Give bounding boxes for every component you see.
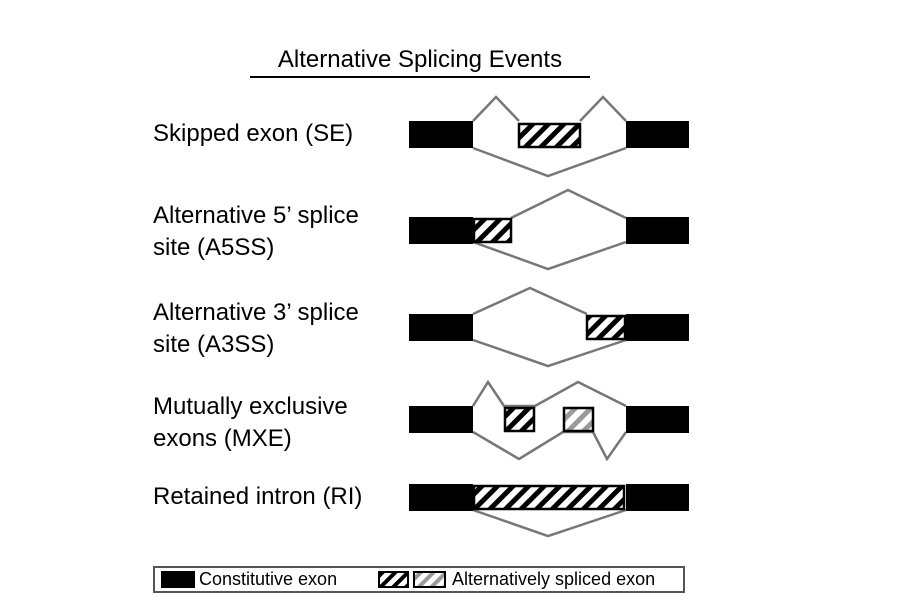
label-line: Retained intron (RI) <box>153 483 363 510</box>
row-skipped-exon <box>409 95 689 178</box>
label-line: Alternative 5’ splice <box>153 202 359 229</box>
short-exon-junction <box>472 240 627 271</box>
first-exon-junction <box>471 379 627 408</box>
row-ri <box>409 484 689 538</box>
label-alt-5-splice-site: Alternative 5’ splice site (A5SS) <box>153 200 403 264</box>
alternative-3-extension <box>585 314 627 341</box>
row-a5ss <box>409 188 689 271</box>
intron-splicing-junction <box>472 508 627 538</box>
title-underline <box>250 76 590 78</box>
constitutive-exon <box>409 484 473 511</box>
constitutive-exon <box>409 217 473 244</box>
constitutive-exon <box>626 217 689 244</box>
label-line: site (A5SS) <box>153 234 275 261</box>
retained-intron <box>472 484 626 511</box>
constitutive-exon <box>626 121 689 148</box>
skipping-junction <box>472 146 627 178</box>
constitutive-exon <box>626 484 689 511</box>
label-retained-intron: Retained intron (RI) <box>153 481 403 513</box>
legend-swatches <box>161 571 446 588</box>
row-a3ss <box>409 286 689 368</box>
inclusion-junction <box>579 95 627 122</box>
constitutive-exon <box>626 406 689 433</box>
constitutive-exon-swatch <box>161 571 195 588</box>
alternative-exon-swatch-light <box>413 571 446 588</box>
long-exon-junction <box>472 338 627 368</box>
constitutive-exon <box>626 314 689 341</box>
constitutive-exon <box>409 121 473 148</box>
mutually-exclusive-exon-2 <box>562 406 595 433</box>
constitutive-exon <box>409 406 473 433</box>
label-line: Skipped exon (SE) <box>153 120 354 147</box>
alternative-exon-swatch-dark <box>378 571 409 588</box>
label-line: exons (MXE) <box>153 425 292 452</box>
legend-alternative-label: Alternatively spliced exon <box>452 569 656 589</box>
legend: Constitutive exon Alternatively spliced … <box>153 566 685 593</box>
label-mutually-exclusive-exons: Mutually exclusive exons (MXE) <box>153 391 403 455</box>
long-exon-junction <box>510 188 627 220</box>
row-mxe <box>409 379 689 462</box>
mutually-exclusive-exon-1 <box>503 406 536 433</box>
short-exon-junction <box>472 286 588 316</box>
label-line: site (A3SS) <box>153 331 275 358</box>
legend-constitutive-label: Constitutive exon <box>199 569 338 589</box>
label-line: Mutually exclusive <box>153 393 348 420</box>
constitutive-exon <box>409 314 473 341</box>
alternative-5-extension <box>472 217 513 244</box>
label-skipped-exon: Skipped exon (SE) <box>153 118 403 150</box>
label-alt-3-splice-site: Alternative 3’ splice site (A3SS) <box>153 297 403 361</box>
inclusion-junction <box>472 95 520 122</box>
second-exon-junction <box>472 430 628 462</box>
skipped-exon <box>517 122 582 149</box>
label-line: Alternative 3’ splice <box>153 299 359 326</box>
diagram-title: Alternative Splicing Events <box>277 46 563 73</box>
